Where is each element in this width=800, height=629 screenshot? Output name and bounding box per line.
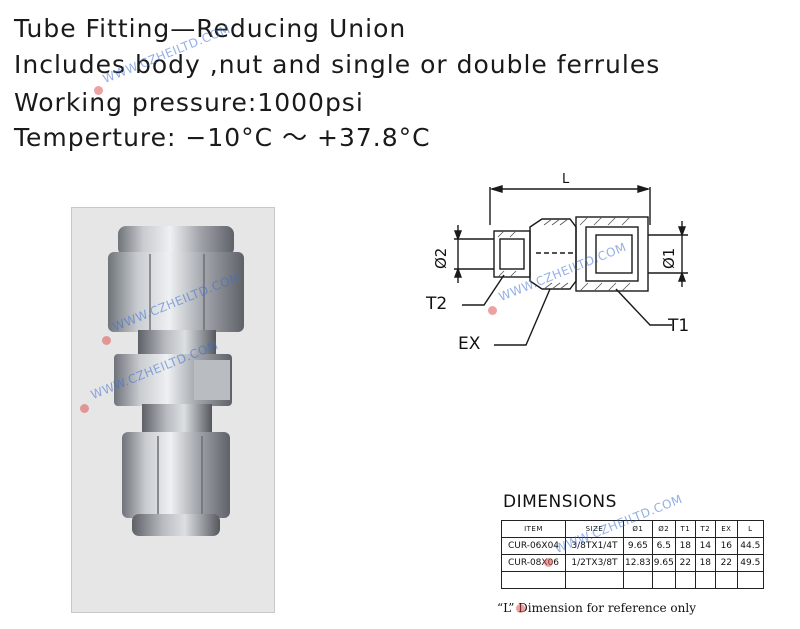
table-cell: 22	[714, 554, 738, 572]
table-cell	[565, 571, 624, 589]
table-cell: 9.65	[651, 554, 676, 572]
col-d2: Ø2	[651, 520, 676, 538]
table-cell	[501, 571, 566, 589]
reducing-union-photo	[108, 226, 244, 536]
temperature-text: Temperture: −10°C ～ +37.8°C	[14, 123, 431, 152]
t1-leader	[615, 288, 672, 326]
watermark-logo-icon	[544, 558, 553, 567]
table-cell: 1/2TX3/8T	[565, 554, 624, 572]
table-row: CUR-06X04 3/8TX1/4T 9.65 6.5 18 14 16 44…	[501, 537, 764, 555]
table-cell	[674, 571, 696, 589]
table-cell: 18	[674, 537, 696, 555]
table-cell: 9.65	[623, 537, 653, 555]
table-cell	[623, 571, 653, 589]
table-row: CUR-08X06 1/2TX3/8T 12.83 9.65 22 18 22 …	[501, 554, 764, 572]
col-t2: T2	[694, 520, 716, 538]
bottom-nut-cap	[132, 514, 220, 536]
table-cell: 22	[674, 554, 696, 572]
top-nut-cap	[118, 226, 234, 256]
label-d2: Ø2	[432, 248, 450, 269]
dimensions-table: ITEM SIZE Ø1 Ø2 T1 T2 EX L CUR-06X04 3/8…	[501, 520, 764, 589]
col-t1: T1	[674, 520, 696, 538]
label-t2: T2	[425, 294, 447, 314]
table-cell	[651, 571, 676, 589]
table-cell: 49.5	[736, 554, 764, 572]
top-nut	[108, 252, 244, 332]
table-cell: 14	[694, 537, 716, 555]
table-cell	[736, 571, 764, 589]
upper-neck	[138, 330, 216, 356]
table-cell: 16	[714, 537, 738, 555]
label-d1: Ø1	[660, 248, 678, 269]
table-cell	[714, 571, 738, 589]
product-photo	[71, 207, 275, 613]
col-item: ITEM	[501, 520, 566, 538]
section-hatch	[497, 216, 631, 292]
watermark-logo-icon	[488, 306, 497, 315]
watermark-logo-icon	[80, 404, 89, 413]
t2-leader	[462, 274, 505, 306]
watermark-logo-icon	[102, 336, 111, 345]
label-l: L	[562, 172, 570, 187]
watermark-logo-icon	[94, 86, 103, 95]
large-end-nut	[575, 216, 649, 292]
watermark-logo-icon	[516, 604, 525, 613]
reference-footnote: “L” Dimension for reference only	[497, 601, 696, 615]
includes-text: Includes body ,nut and single or double …	[14, 50, 661, 79]
bottom-nut	[122, 432, 230, 518]
ex-leader	[494, 288, 551, 346]
col-l: L	[736, 520, 764, 538]
table-cell: CUR-08X06	[501, 554, 566, 572]
table-cell: 18	[694, 554, 716, 572]
table-cell: 12.83	[623, 554, 653, 572]
table-header-row: ITEM SIZE Ø1 Ø2 T1 T2 EX L	[501, 520, 764, 538]
label-ex: EX	[458, 334, 481, 354]
cross-section-drawing: L Ø2 Ø1 T2 EX T1	[425, 172, 689, 354]
lower-neck	[142, 404, 212, 434]
table-cell	[694, 571, 716, 589]
dimensions-title: DIMENSIONS	[503, 492, 617, 512]
product-title: Tube Fitting—Reducing Union	[14, 14, 407, 43]
working-pressure-text: Working pressure:1000psi	[14, 88, 364, 117]
col-ex: EX	[714, 520, 738, 538]
table-cell: 6.5	[651, 537, 676, 555]
table-cell: 44.5	[736, 537, 764, 555]
table-row	[501, 571, 764, 589]
label-t1: T1	[667, 316, 689, 336]
